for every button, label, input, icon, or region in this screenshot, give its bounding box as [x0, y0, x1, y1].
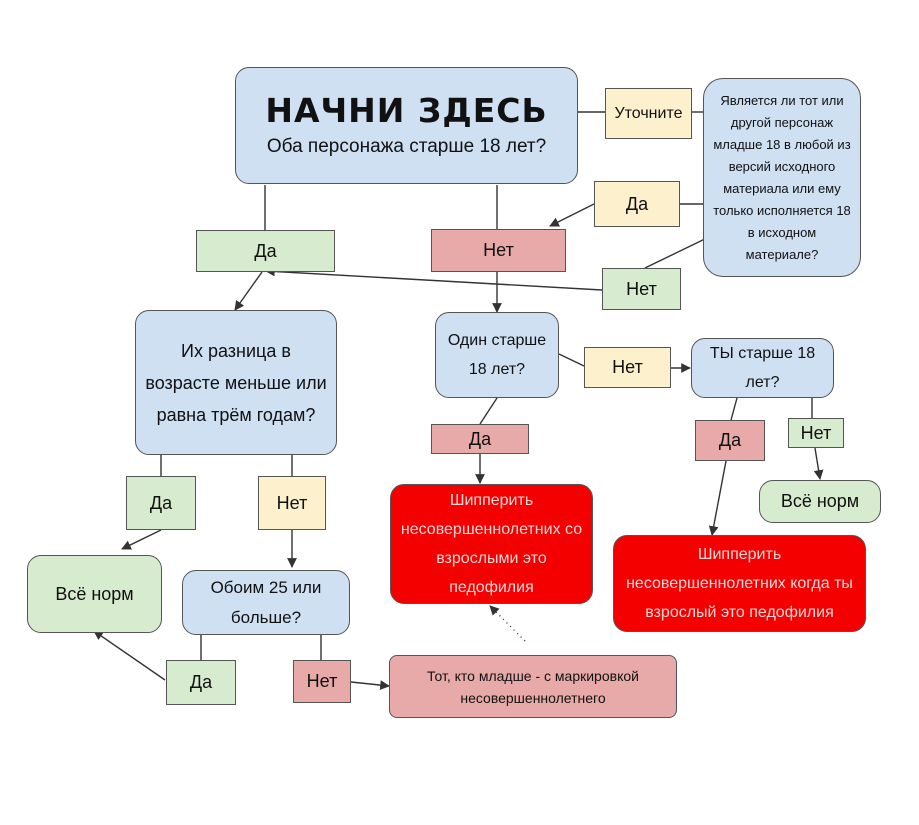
one-older-node: Один старше 18 лет? — [435, 312, 559, 398]
start-node: НАЧНИ ЗДЕСЬ Оба персонажа старше 18 лет? — [235, 67, 578, 184]
clarify-no-label: Нет — [602, 268, 681, 310]
both-25-node: Обоим 25 или больше? — [182, 570, 350, 635]
branch-yes-label: Да — [196, 230, 335, 272]
age-diff-yes-label: Да — [126, 476, 196, 530]
both-25-no-label: Нет — [293, 660, 351, 703]
clarify-label: Уточните — [605, 88, 692, 139]
ok-right-node: Всё норм — [759, 480, 881, 523]
edge-minortag-to-shipping — [489, 605, 526, 642]
you-older-yes-label: Да — [695, 420, 765, 461]
one-older-yes-label: Да — [431, 424, 529, 454]
age-diff-no-label: Нет — [258, 476, 326, 530]
edge-clarify-no — [644, 235, 712, 269]
clarify-question-node: Является ли тот или другой персонаж млад… — [703, 78, 861, 277]
you-older-node: ТЫ старше 18 лет? — [691, 338, 834, 398]
you-older-no-label: Нет — [788, 418, 844, 448]
edge-oneolder-to-yes — [479, 397, 498, 425]
edge-oneolder-to-no — [558, 353, 585, 367]
edge-yes-to-agediff — [234, 271, 263, 311]
edge-both25-no-to-minortag — [350, 680, 390, 690]
start-title: НАЧНИ ЗДЕСЬ — [265, 91, 548, 131]
edge-both25-yes-to-ok — [93, 630, 166, 681]
edge-youolder-yes-to-shipping — [708, 460, 727, 536]
shipping-minors-adult-you-node: Шипперить несовершеннолетних когда ты вз… — [613, 535, 866, 632]
ok-left-node: Всё норм — [27, 555, 162, 633]
edge-agediff-yes-to-ok — [121, 529, 162, 550]
edge-youolder-no-to-ok — [813, 447, 824, 480]
clarify-yes-label: Да — [594, 181, 680, 227]
shipping-minors-adults-node: Шипперить несовершеннолетних со взрослым… — [390, 484, 593, 604]
edge-youolder-to-yes — [730, 397, 738, 421]
one-older-no-label: Нет — [584, 347, 671, 388]
age-diff-node: Их разница в возрасте меньше или равна т… — [135, 310, 337, 455]
edge-clarify-no-to-yes — [265, 266, 603, 291]
start-question: Оба персонажа старше 18 лет? — [266, 135, 547, 157]
both-25-yes-label: Да — [166, 660, 236, 705]
minor-tag-node: Тот, кто младше - с маркировкой несоверш… — [389, 655, 677, 718]
edge-clarify-yes-to-no — [549, 203, 595, 227]
branch-no-label: Нет — [431, 229, 566, 272]
